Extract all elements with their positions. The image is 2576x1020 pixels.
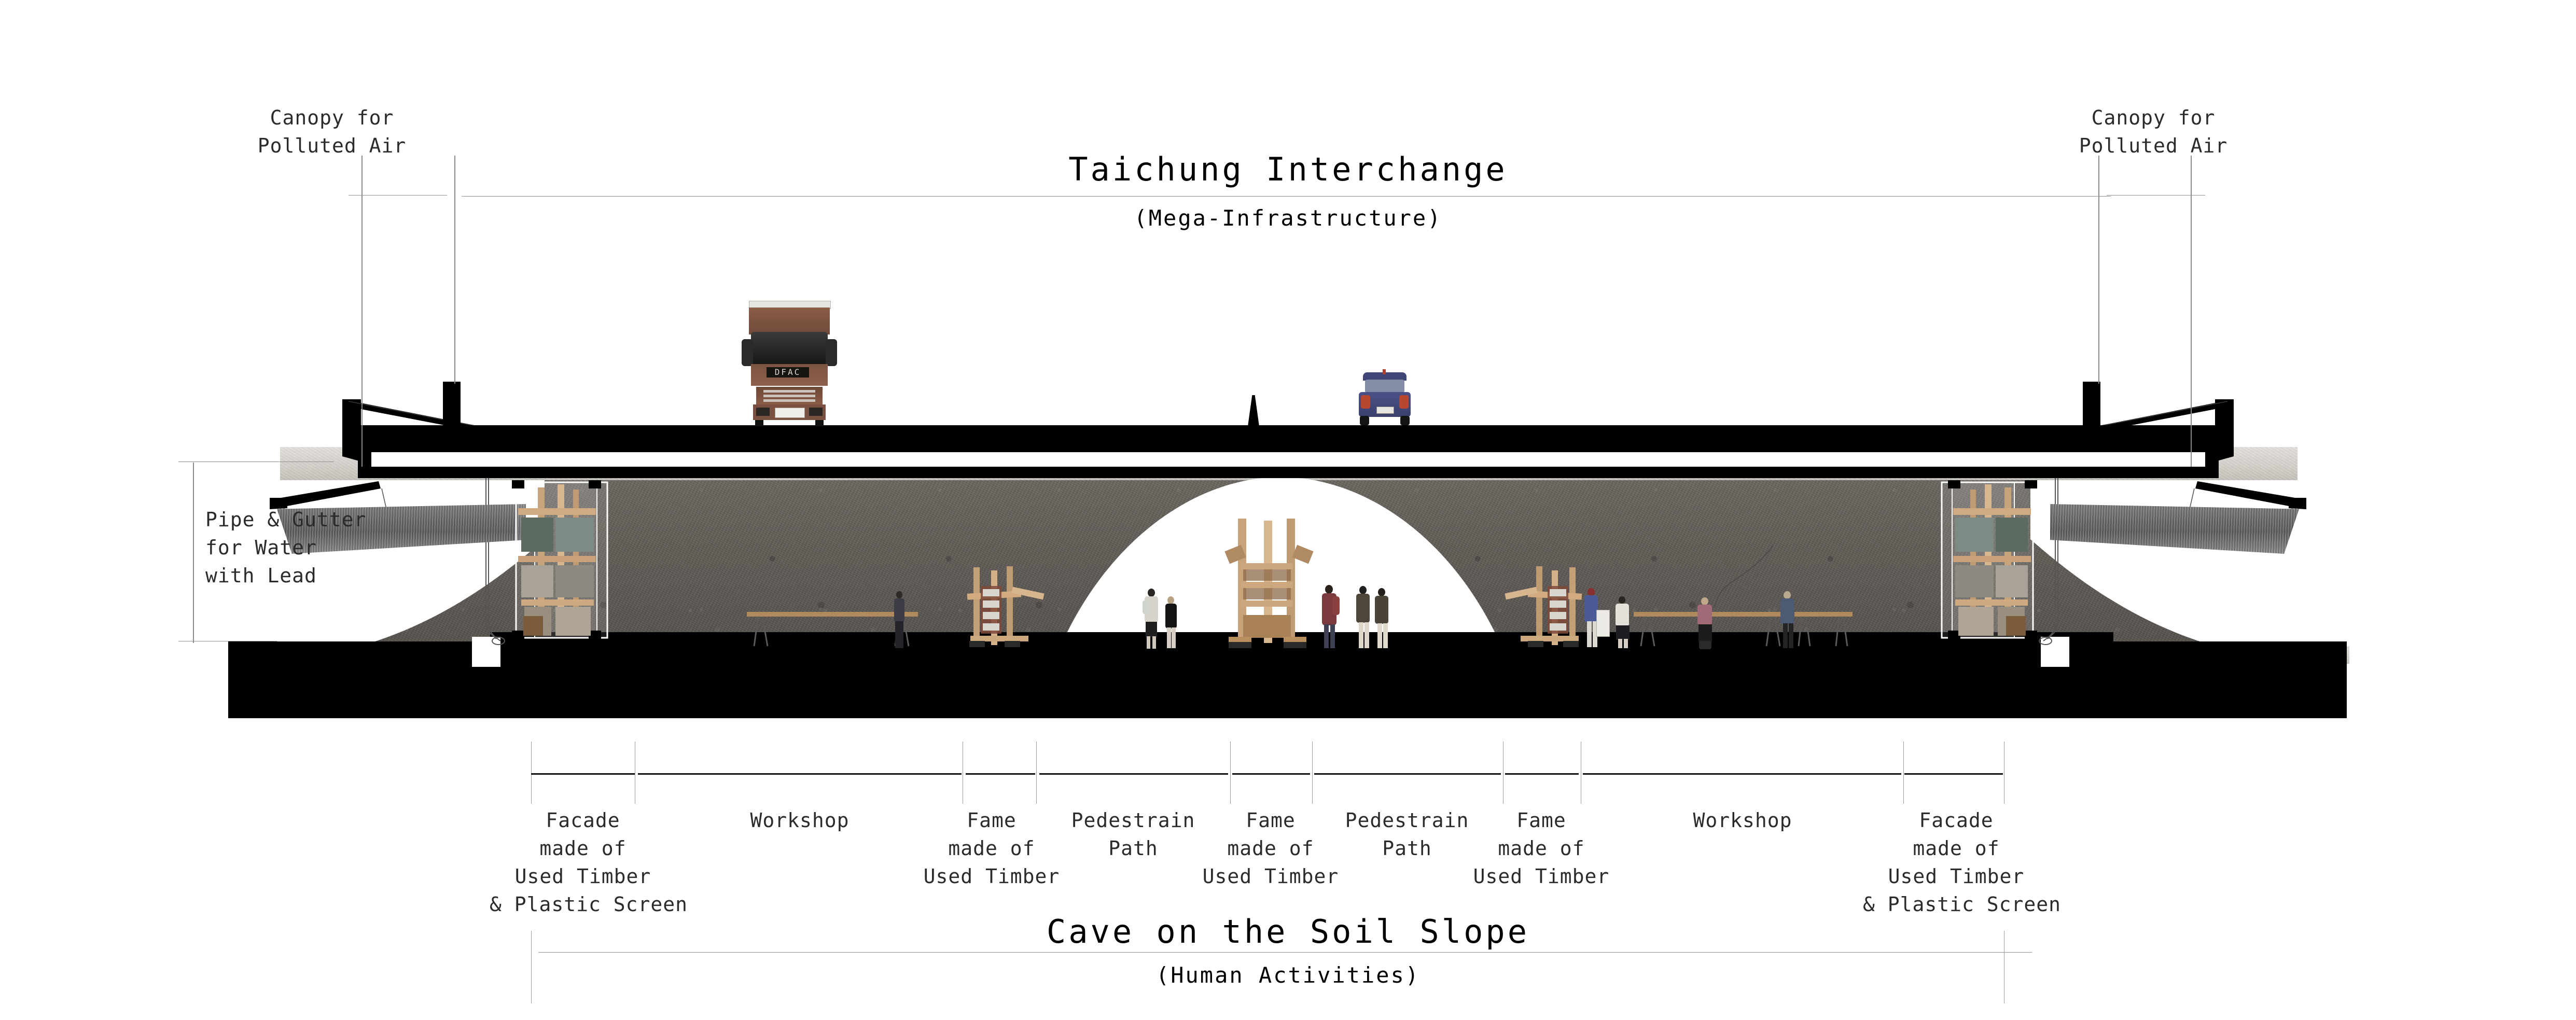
dim-label-fame-left: Fame made of Used Timber	[923, 809, 1060, 888]
dim-label-fame-right: Fame made of Used Timber	[1473, 809, 1610, 888]
hatchback-car	[1357, 369, 1413, 426]
dim-label-path-right: Pedestrain Path	[1345, 809, 1469, 860]
dim-seg-path-left	[1039, 773, 1228, 775]
figure-standing-right	[1779, 591, 1795, 649]
road-marker	[1248, 395, 1259, 426]
page-title-top: Taichung Interchange	[1068, 150, 1508, 188]
witness-line-9	[1903, 742, 1904, 804]
dim-label-facade-right: Facade made of Used Timber & Plastic Scr…	[1863, 809, 2062, 916]
witness-line-6	[1312, 742, 1313, 804]
leader-canopy-right-inner	[2098, 156, 2099, 384]
truck-badge: DFAC	[767, 367, 809, 378]
dim-seg-workshop-right	[1583, 773, 1901, 775]
witness-line-4	[1036, 742, 1037, 804]
workshop-table-right-2	[1794, 612, 1853, 647]
deck-bottom-slab	[358, 467, 2218, 478]
gutter-pipe-right	[2039, 467, 2058, 645]
figure-pair-left	[1355, 586, 1372, 649]
dim-seg-facade-right	[1904, 773, 2003, 775]
dim-label-facade-left: Facade made of Used Timber & Plastic Scr…	[490, 809, 688, 916]
hanging-vine	[1714, 544, 1774, 608]
dim-seg-fame-right	[1505, 773, 1579, 775]
figure-couple-man	[1143, 589, 1160, 649]
cargo-truck: DFAC	[742, 301, 837, 426]
facade-right	[1941, 480, 2037, 639]
dim-seg-workshop-left	[638, 773, 962, 775]
leader-canopy-left-outer	[361, 156, 363, 467]
dim-label-workshop-left: Workshop	[750, 809, 850, 832]
deck-left-web	[358, 447, 371, 478]
figure-left-standing	[892, 591, 906, 649]
dim-seg-fame-mid	[1232, 773, 1310, 775]
annotation-canopy-right: Canopy for Polluted Air	[2079, 106, 2228, 157]
leader-canopy-right-outer	[2191, 156, 2192, 467]
title-bottom-witness-left	[531, 931, 532, 1003]
title-bottom-rule	[538, 952, 2032, 953]
gutter-outlet-patch-left	[472, 637, 500, 667]
dim-seg-path-right	[1314, 773, 1501, 775]
deck-right-web	[2205, 447, 2219, 478]
dim-pipe-vertical	[193, 463, 194, 643]
figure-couple-woman	[1163, 596, 1179, 649]
page-title-bottom: Cave on the Soil Slope	[1046, 913, 1530, 951]
dim-label-fame-mid: Fame made of Used Timber	[1202, 809, 1339, 888]
dim-label-workshop-right: Workshop	[1693, 809, 1792, 832]
dim-seg-fame-left	[966, 773, 1035, 775]
gutter-pipe-left	[485, 467, 505, 645]
witness-line-5	[1230, 742, 1231, 804]
leader-canopy-left-inner	[454, 156, 455, 384]
timber-frame-right	[1505, 566, 1582, 647]
annotation-canopy-left: Canopy for Polluted Air	[257, 106, 407, 157]
figure-seated-weaver	[1614, 596, 1632, 649]
figure-backpacker	[1320, 585, 1340, 649]
dim-label-path-left: Pedestrain Path	[1071, 809, 1195, 860]
dim-seg-facade-left	[531, 773, 635, 775]
deck-road-slab	[351, 425, 2228, 447]
page-subtitle-top: (Mega-Infrastructure)	[1134, 205, 1442, 231]
annotation-pipe-gutter: Pipe & Gutter for Water with Lead	[205, 508, 367, 587]
timber-frame-left	[967, 566, 1045, 647]
figure-pair-right	[1373, 588, 1391, 649]
facade-left	[512, 480, 608, 639]
title-top-rule	[462, 196, 2111, 197]
witness-line-1	[531, 742, 532, 804]
page-subtitle-bottom: (Human Activities)	[1155, 962, 1421, 988]
figure-carrying-shelf	[1583, 588, 1610, 649]
ground-plinth	[228, 641, 2347, 718]
timber-frame-center	[1224, 519, 1314, 648]
gutter-outlet-patch-right	[2041, 637, 2069, 667]
figure-at-desk	[1696, 597, 1715, 649]
